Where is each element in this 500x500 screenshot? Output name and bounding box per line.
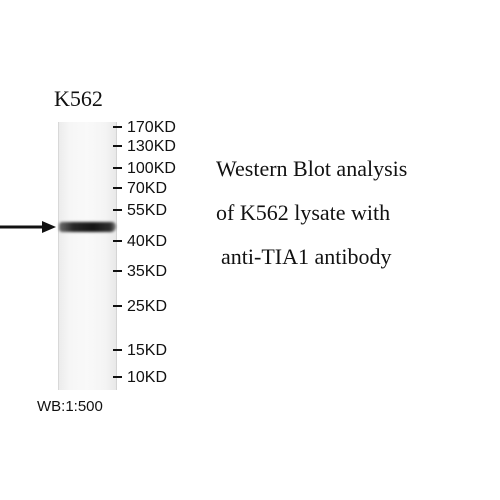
marker-tick xyxy=(113,269,122,272)
marker-40kd: 40KD xyxy=(113,234,167,250)
marker-130kd: 130KD xyxy=(113,139,176,155)
marker-tick xyxy=(113,144,122,147)
dilution-label: WB:1:500 xyxy=(37,398,103,415)
marker-100kd: 100KD xyxy=(113,161,176,177)
marker-15kd: 15KD xyxy=(113,343,167,359)
molecular-weight-ladder: 170KD 130KD 100KD 70KD 55KD 40KD 35KD 25… xyxy=(113,0,213,500)
description-line-2: of K562 lysate with xyxy=(216,200,391,225)
description-line-1: Western Blot analysis xyxy=(216,156,408,181)
marker-tick xyxy=(113,239,122,242)
marker-tick xyxy=(113,208,122,211)
marker-tick xyxy=(113,186,122,189)
marker-25kd: 25KD xyxy=(113,299,167,315)
sample-label: K562 xyxy=(54,86,103,111)
marker-tick xyxy=(113,166,122,169)
marker-35kd: 35KD xyxy=(113,264,167,280)
marker-170kd: 170KD xyxy=(113,120,176,136)
marker-tick xyxy=(113,125,122,128)
marker-tick xyxy=(113,348,122,351)
marker-55kd: 55KD xyxy=(113,203,167,219)
marker-10kd: 10KD xyxy=(113,370,167,386)
protein-band xyxy=(59,222,116,232)
marker-70kd: 70KD xyxy=(113,181,167,197)
description-line-3: anti-TIA1 antibody xyxy=(221,244,392,269)
marker-tick xyxy=(113,304,122,307)
arrow-right-icon xyxy=(0,221,56,233)
blot-lane xyxy=(58,122,117,390)
marker-tick xyxy=(113,375,122,378)
